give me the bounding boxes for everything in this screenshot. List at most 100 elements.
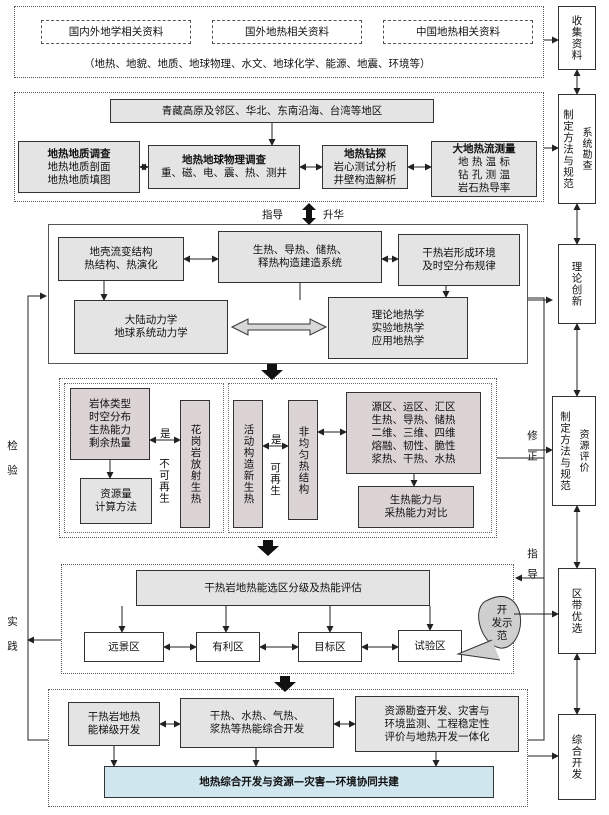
domestic-foreign-geo-data-box: 国内外地学相关资料 bbox=[41, 20, 191, 44]
development-group bbox=[48, 689, 528, 807]
subject-list: （地热、地貌、地质、地球物理、水文、地球化学、能源、地震、环境等） bbox=[84, 58, 431, 70]
geophysical-survey-detail: 重、磁、电、震、热、测井 bbox=[161, 167, 287, 179]
yes-label-2: 是 bbox=[271, 434, 282, 446]
demo-line-1: 开 bbox=[496, 604, 508, 616]
comprehensive-development-label: 综合开发 bbox=[570, 734, 583, 780]
theory-line-3: 应用地热学 bbox=[371, 334, 425, 347]
heat-flow-detail-3: 岩石热导率 bbox=[457, 182, 511, 194]
not-renewable-label: 不可再生 bbox=[158, 458, 170, 504]
rating-box: 干热岩地热能选区分级及热能评估 bbox=[136, 570, 430, 606]
demo-line-2: 发示 bbox=[491, 617, 513, 629]
collect-data-box: 收集资料 bbox=[558, 6, 596, 70]
resource-evaluation-label: 资源评价 bbox=[577, 429, 588, 473]
active-structure-label: 活动构造新生热 bbox=[242, 423, 255, 505]
favorable-zone-label: 有利区 bbox=[212, 640, 244, 653]
guide-sublimate-arrow bbox=[302, 203, 316, 225]
hdr-environment-box: 干热岩形成环境 及时空分布规律 bbox=[398, 234, 520, 286]
uneven-structure-label: 非均匀热结构 bbox=[297, 425, 310, 495]
hdr-env-line-2: 及时空分布规律 bbox=[422, 260, 496, 272]
drilling-detail-1: 岩心测试分析 bbox=[333, 160, 397, 173]
source-line-4: 熔融、韧性、脆性 bbox=[371, 439, 456, 452]
rock-type-line-3: 生热能力 bbox=[89, 424, 131, 436]
geophysical-survey-title: 地热地球物理调查 bbox=[182, 154, 266, 166]
resource-calc-line-1: 资源量 bbox=[100, 488, 132, 500]
theory-innovation-label: 理论创新 bbox=[570, 261, 583, 307]
heat-flow-title: 大地热流测量 bbox=[452, 143, 516, 155]
dynamics-line-1: 大陆动力学 bbox=[124, 314, 178, 326]
dynamics-box: 大陆动力学 地球系统动力学 bbox=[74, 300, 228, 354]
integrated-line-1: 干热、水热、气热、 bbox=[209, 710, 305, 722]
geological-survey-detail-1: 地热地质剖面 bbox=[47, 160, 111, 173]
theory-group bbox=[48, 224, 528, 364]
geological-survey-detail-2: 地热地质填图 bbox=[47, 173, 111, 186]
demo-bubble-text: 开 发示 范 bbox=[488, 604, 516, 643]
source-line-5: 浆热、干热、水热 bbox=[371, 452, 456, 465]
pilot-zone-label: 试验区 bbox=[414, 639, 446, 652]
down-arrow-3-4 bbox=[261, 364, 283, 380]
theory-line-1: 理论地热学 bbox=[371, 308, 425, 321]
china-geothermal-data-box: 中国地热相关资料 bbox=[383, 20, 533, 44]
rock-type-line-4: 剩余热量 bbox=[89, 437, 131, 449]
favorable-zone-box: 有利区 bbox=[196, 632, 260, 662]
unified-line-2: 环境监测、工程稳定性 bbox=[384, 717, 490, 730]
dynamics-line-2: 地球系统动力学 bbox=[114, 327, 188, 339]
system-survey-label: 系统勘查 bbox=[580, 127, 591, 171]
drilling-box: 地热钻探 岩心测试分析 井壁构造解析 bbox=[322, 145, 408, 189]
capacity-line-1: 生热能力与 bbox=[389, 494, 443, 506]
resource-calc-line-2: 计算方法 bbox=[95, 501, 137, 513]
source-label-1: 国内外地学相关资料 bbox=[68, 25, 164, 38]
geophysical-survey-box: 地热地球物理调查 重、磁、电、震、热、测井 bbox=[148, 145, 300, 189]
renewable-label: 可再生 bbox=[269, 462, 281, 497]
heat-source-group bbox=[59, 378, 497, 538]
demo-bubble-tail bbox=[456, 639, 501, 661]
theory-line-2: 实验地热学 bbox=[371, 321, 425, 334]
theory-innovation-box: 理论创新 bbox=[558, 244, 596, 324]
survey-group bbox=[14, 92, 544, 202]
source-label-2: 国外地热相关资料 bbox=[245, 25, 329, 38]
drilling-detail-2: 井壁构造解析 bbox=[333, 173, 397, 186]
sublimate-label: 升华 bbox=[323, 209, 344, 221]
heat-flow-box: 大地热流测量 地 热 温 标 钻 孔 测 温 岩石热导率 bbox=[431, 141, 537, 197]
practice-label: 实践 bbox=[6, 616, 18, 665]
resource-calculation-box: 资源量 计算方法 bbox=[80, 478, 152, 524]
source-line-3: 二维、三维、四维 bbox=[371, 426, 456, 439]
final-goal-label: 地热综合开发与资源—灾害—环境协同共建 bbox=[199, 775, 399, 788]
guide-side-label: 指导 bbox=[526, 548, 538, 589]
active-structure-box: 活动构造新生热 bbox=[233, 400, 263, 528]
drilling-title: 地热钻探 bbox=[344, 147, 386, 160]
granite-radiogenic-box: 花岗岩放射生热 bbox=[180, 400, 210, 528]
source-transport-box: 源区、运区、汇区 生热、导热、储热 二维、三维、四维 熔融、韧性、脆性 浆热、干… bbox=[346, 392, 481, 474]
unified-line-3: 评价与地热开发一体化 bbox=[384, 730, 490, 743]
heat-flow-detail-2: 钻 孔 测 温 bbox=[457, 169, 510, 181]
theory-geothermics-box: 理论地热学 实验地热学 应用地热学 bbox=[328, 297, 468, 359]
right-loop-line bbox=[528, 297, 545, 741]
regions-box: 青藏高原及邻区、华北、东南沿海、台湾等地区 bbox=[110, 99, 434, 123]
demo-line-3: 范 bbox=[496, 630, 508, 642]
source-line-2: 生热、导热、储热 bbox=[371, 413, 456, 426]
heat-flow-detail-1: 地 热 温 标 bbox=[457, 156, 510, 168]
uneven-structure-box: 非均匀热结构 bbox=[288, 400, 318, 520]
check-feedback-line bbox=[27, 292, 48, 741]
method-standard-box-2: 制定方法与规范 资源评价 bbox=[552, 396, 596, 506]
method-standard-label-2: 制定方法与规范 bbox=[559, 410, 571, 492]
granite-subgroup bbox=[64, 383, 224, 533]
check-label: 检验 bbox=[6, 440, 18, 489]
regions-label: 青藏高原及邻区、华北、东南沿海、台湾等地区 bbox=[161, 104, 383, 117]
unified-development-box: 资源勘查开发、灾害与 环境监测、工程稳定性 评价与地热开发一体化 bbox=[355, 696, 519, 752]
rating-label: 干热岩地热能选区分级及热能评估 bbox=[204, 581, 362, 594]
capacity-line-2: 采热能力对比 bbox=[384, 507, 448, 519]
foreign-geothermal-data-box: 国外地热相关资料 bbox=[212, 20, 362, 44]
target-zone-box: 目标区 bbox=[298, 632, 362, 662]
prospect-zone-label: 远景区 bbox=[108, 640, 140, 653]
crust-structure-box: 地壳流变结构 热结构、热演化 bbox=[58, 237, 184, 281]
revise-guide-line bbox=[497, 457, 545, 582]
active-structure-subgroup bbox=[228, 383, 492, 533]
cascade-line-1: 干热岩地热 bbox=[87, 711, 141, 723]
down-arrow-5-6 bbox=[274, 676, 296, 692]
zone-optimization-label: 区带优选 bbox=[570, 588, 583, 634]
down-arrow-4-5 bbox=[257, 540, 279, 556]
yes-label-1: 是 bbox=[160, 428, 171, 440]
hdr-env-line-1: 干热岩形成环境 bbox=[422, 247, 496, 259]
heat-system-line-2: 释热构造建造系统 bbox=[258, 257, 342, 269]
